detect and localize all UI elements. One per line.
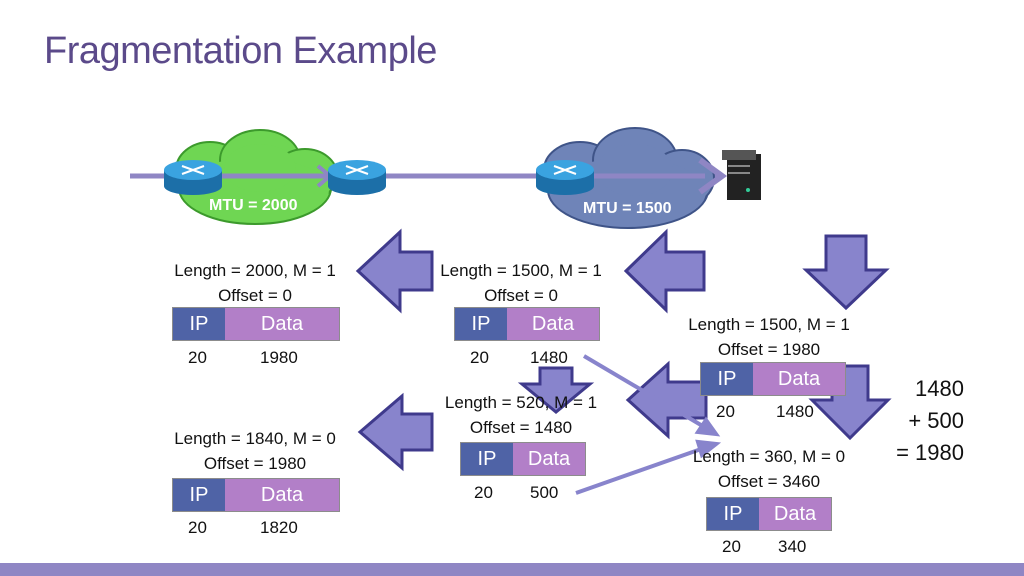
offset-sum: 1480 + 500 = 1980 (880, 376, 964, 466)
packet-offset: Offset = 0 (218, 286, 292, 305)
slide-title: Fragmentation Example (44, 30, 437, 72)
packet-box: IP Data (172, 307, 340, 341)
data-size: 1480 (530, 348, 568, 367)
left-arrow (623, 228, 706, 314)
data-block: Data (507, 308, 599, 340)
router-icon (328, 160, 386, 195)
packet-box: IP Data (172, 478, 340, 512)
left-arrow (357, 392, 434, 472)
ip-header-block: IP (461, 443, 513, 475)
ip-size: 20 (474, 483, 493, 502)
ip-size: 20 (716, 402, 735, 421)
data-size: 1980 (260, 348, 298, 367)
ip-header-block: IP (707, 498, 759, 530)
data-block: Data (753, 363, 845, 395)
left-arrow (355, 228, 434, 314)
sum-line: = 1980 (896, 440, 964, 465)
packet-header: Length = 1500, M = 1 Offset = 1980 (678, 312, 860, 362)
packet-header: Length = 1840, M = 0 Offset = 1980 (164, 426, 346, 476)
data-size: 500 (530, 483, 559, 502)
packet-box: IP Data (460, 442, 586, 476)
pointer-arrow (575, 446, 705, 495)
packet-length: Length = 1840, M = 0 (174, 429, 336, 448)
packet-length: Length = 360, M = 0 (692, 447, 846, 466)
down-arrow (517, 366, 595, 414)
data-block: Data (759, 498, 831, 530)
cloud-label: MTU = 1500 (583, 200, 672, 217)
packet-header: Length = 1500, M = 1 Offset = 0 (430, 258, 612, 308)
down-arrow (802, 234, 890, 311)
left-arrow (625, 360, 708, 440)
packet-offset: Offset = 1480 (469, 418, 573, 437)
packet-box: IP Data (454, 307, 600, 341)
packet-header: Length = 2000, M = 1 Offset = 0 (164, 258, 346, 308)
data-block: Data (513, 443, 585, 475)
ip-header-block: IP (173, 479, 225, 511)
cloud-label: MTU = 2000 (209, 197, 298, 214)
sum-line: + 500 (908, 408, 964, 433)
packet-header: Length = 520, M = 1 Offset = 1480 (430, 390, 612, 440)
ip-size: 20 (188, 348, 207, 367)
data-block: Data (225, 308, 339, 340)
footer-bar (0, 563, 1024, 576)
packet-box: IP Data (706, 497, 832, 531)
ip-size: 20 (188, 518, 207, 537)
ip-size: 20 (722, 537, 741, 556)
packet-offset: Offset = 1980 (717, 340, 821, 359)
packet-offset: Offset = 3460 (717, 472, 821, 491)
pointer-arrow (582, 354, 708, 430)
sum-line: 1480 (915, 376, 964, 401)
server-icon (722, 150, 761, 200)
ip-header-block: IP (701, 363, 753, 395)
packet-length: Length = 1500, M = 1 (688, 315, 850, 334)
packet-header: Length = 360, M = 0 Offset = 3460 (678, 444, 860, 494)
data-size: 340 (778, 537, 807, 556)
ip-size: 20 (470, 348, 489, 367)
packet-length: Length = 2000, M = 1 (174, 261, 336, 280)
packet-box: IP Data (700, 362, 846, 396)
router-icon (536, 160, 594, 195)
packet-offset: Offset = 1980 (203, 454, 307, 473)
down-arrow (808, 364, 892, 441)
router-icon (164, 160, 222, 195)
packet-offset: Offset = 0 (484, 286, 558, 305)
data-block: Data (225, 479, 339, 511)
data-size: 1820 (260, 518, 298, 537)
ip-header-block: IP (173, 308, 225, 340)
packet-length: Length = 520, M = 1 (444, 393, 598, 412)
ip-header-block: IP (455, 308, 507, 340)
packet-length: Length = 1500, M = 1 (440, 261, 602, 280)
data-size: 1480 (776, 402, 814, 421)
